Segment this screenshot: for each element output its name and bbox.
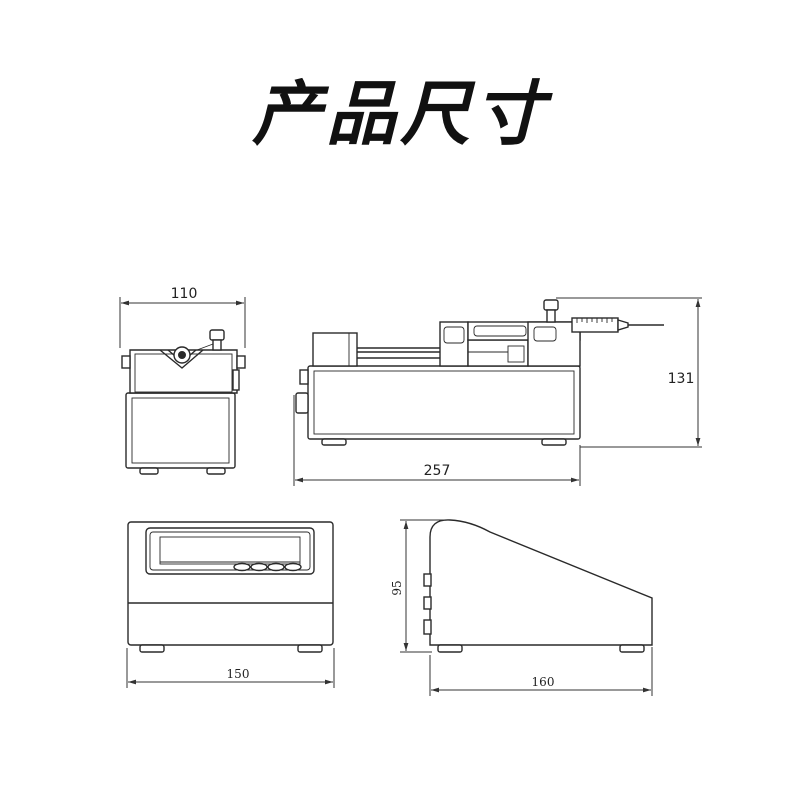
side-view	[295, 299, 664, 446]
rear-width-label: 150	[227, 667, 250, 681]
front-width-dimension: 110	[119, 286, 246, 348]
page-title: 产品尺寸	[252, 73, 548, 155]
profile-view	[423, 519, 653, 653]
end-depth-label: 160	[532, 675, 555, 689]
rear-view	[127, 521, 334, 653]
front-width-label: 110	[171, 286, 198, 302]
side-length-dimension: 257	[293, 395, 581, 486]
side-height-dimension: 131	[556, 297, 702, 448]
end-depth-dimension: 160	[429, 647, 653, 696]
end-height-dimension: 95	[390, 519, 445, 653]
side-height-label: 131	[668, 371, 695, 387]
end-height-label: 95	[390, 580, 404, 595]
side-length-label: 257	[424, 463, 451, 479]
rear-width-dimension: 150	[126, 648, 335, 688]
front-view	[121, 329, 246, 475]
